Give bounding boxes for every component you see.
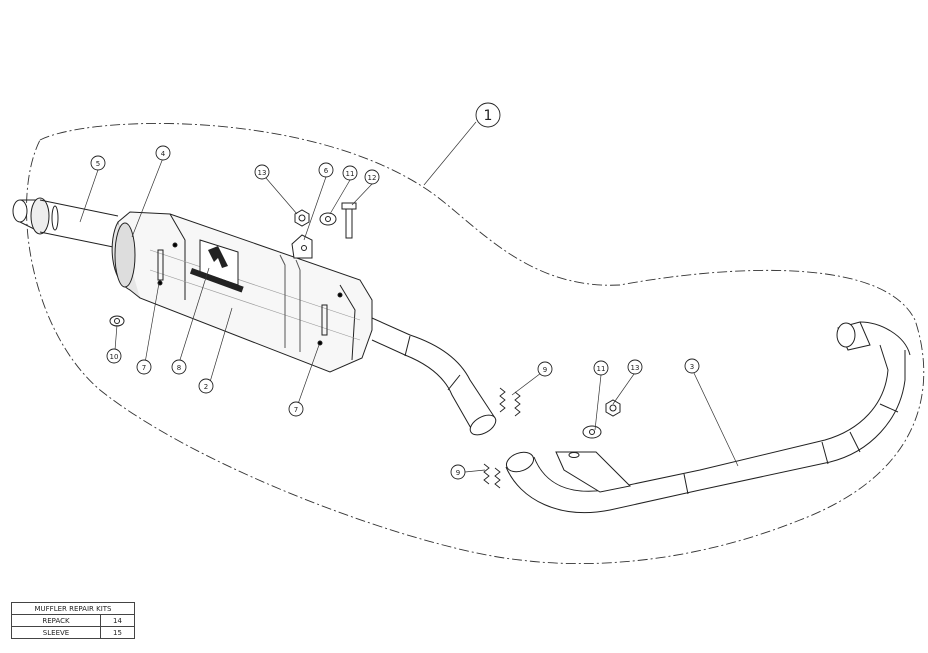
repair-kits-table: MUFFLER REPAIR KITS REPACK 14 SLEEVE 15 (11, 602, 135, 639)
exploded-parts-diagram: 1 2 3 4 5 6 7 7 8 9 9 10 11 11 12 13 13 (12, 102, 925, 565)
kit-name: SLEEVE (11, 626, 101, 639)
svg-text:7: 7 (142, 364, 146, 372)
callout-11b: 11 (593, 360, 609, 376)
callout-2: 2 (198, 378, 214, 394)
outlet-tube (12, 197, 119, 249)
svg-text:8: 8 (177, 364, 181, 372)
table-row: REPACK 14 (11, 614, 135, 627)
akrapovic-logo (189, 239, 244, 293)
svg-text:9: 9 (543, 366, 547, 374)
svg-text:5: 5 (96, 160, 100, 168)
callout-1: 1 (475, 102, 501, 128)
callout-5: 5 (90, 155, 106, 171)
svg-text:4: 4 (161, 150, 166, 158)
hardware-parts (109, 202, 621, 439)
callout-13a: 13 (254, 164, 270, 180)
table-row: SLEEVE 15 (11, 626, 135, 639)
callout-6: 6 (318, 162, 334, 178)
svg-text:10: 10 (110, 353, 119, 361)
kit-number: 15 (100, 626, 135, 639)
svg-text:9: 9 (456, 469, 460, 477)
callout-9b: 9 (450, 464, 466, 480)
svg-text:13: 13 (258, 169, 267, 177)
svg-text:7: 7 (294, 406, 298, 414)
callout-3: 3 (684, 358, 700, 374)
svg-text:6: 6 (324, 167, 329, 175)
callout-9a: 9 (537, 361, 553, 377)
svg-text:11: 11 (597, 365, 606, 373)
callout-13b: 13 (627, 359, 643, 375)
svg-text:12: 12 (368, 174, 377, 182)
svg-text:1: 1 (484, 108, 493, 124)
svg-text:13: 13 (631, 364, 640, 372)
header-pipe (505, 321, 911, 514)
kit-name: REPACK (11, 614, 101, 627)
callouts: 1 2 3 4 5 6 7 7 8 9 9 10 11 11 12 13 13 (90, 102, 700, 480)
callout-11a: 11 (342, 165, 358, 181)
link-pipe (371, 317, 497, 436)
callout-12: 12 (364, 169, 380, 185)
callout-7b: 7 (288, 401, 304, 417)
svg-text:3: 3 (690, 363, 694, 371)
kit-number: 14 (100, 614, 135, 627)
leader-lines (79, 121, 739, 473)
repair-kits-title: MUFFLER REPAIR KITS (11, 602, 135, 615)
spring-part (483, 387, 521, 489)
callout-10: 10 (106, 348, 122, 364)
muffler-body (111, 211, 373, 373)
callout-7a: 7 (136, 359, 152, 375)
callout-4: 4 (155, 145, 171, 161)
assembly-outline (26, 123, 925, 565)
callout-8: 8 (171, 359, 187, 375)
svg-text:2: 2 (204, 383, 208, 391)
svg-text:11: 11 (346, 170, 355, 178)
